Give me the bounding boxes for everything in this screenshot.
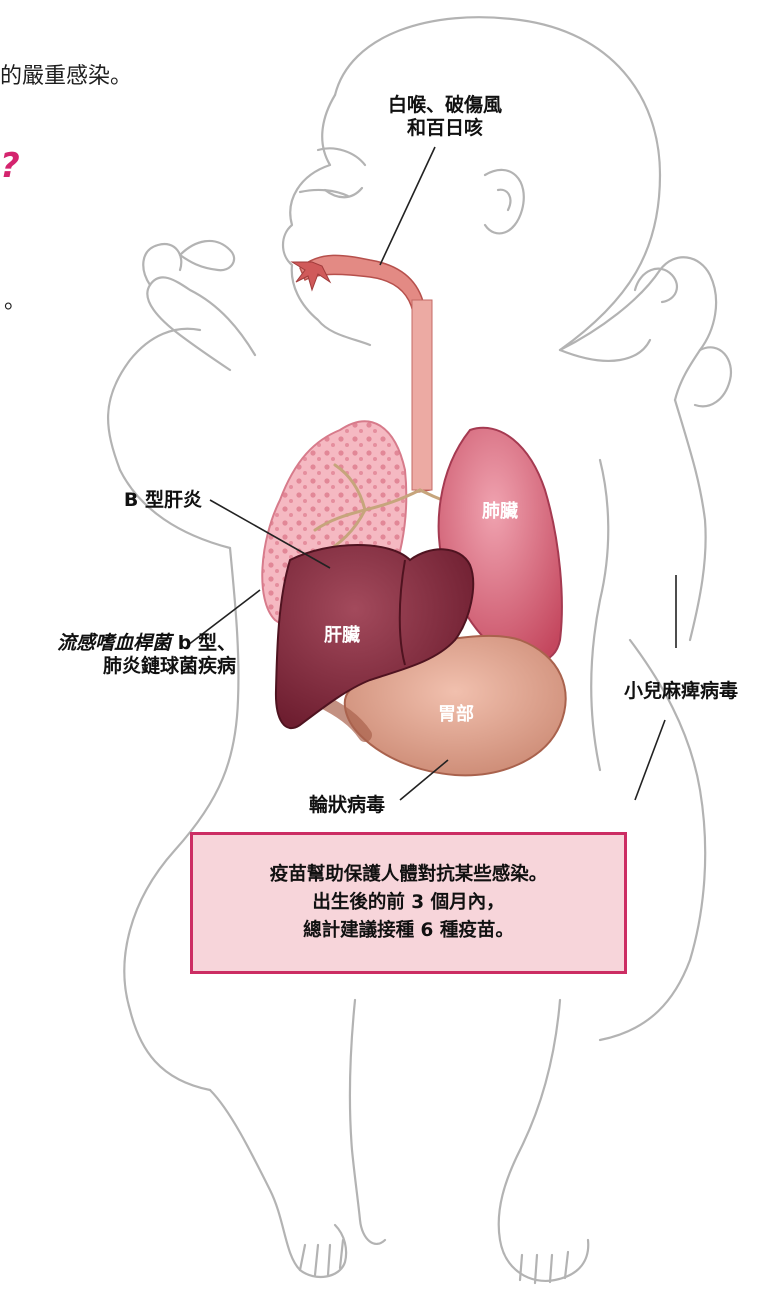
intro-text-line3: 。 [4, 283, 26, 315]
label-diphtheria-tetanus-pertussis: 白喉、破傷風 和百日咳 [365, 94, 525, 140]
organ-label-lung: 肺臟 [472, 497, 528, 523]
intro-text-line1: 的嚴重感染。 [0, 58, 132, 90]
label-polio: 小兒麻痺病毒 [606, 680, 756, 703]
label-hib-pneumococcal: 流感嗜血桿菌 b 型、 肺炎鏈球菌疾病 [0, 632, 236, 678]
label-rotavirus: 輪狀病毒 [292, 794, 402, 817]
organ-label-liver: 肝臟 [312, 621, 372, 647]
intro-question-mark: ? [0, 146, 20, 186]
note-line-1: 疫苗幫助保護人體對抗某些感染。 [270, 861, 548, 889]
label-hepatitis-b: B 型肝炎 [100, 489, 202, 512]
note-line-2: 出生後的前 3 個月內， [312, 889, 504, 917]
organ-label-stomach: 胃部 [426, 700, 486, 726]
vaccine-note-box: 疫苗幫助保護人體對抗某些感染。 出生後的前 3 個月內， 總計建議接種 6 種疫… [190, 832, 627, 974]
note-line-3: 總計建議接種 6 種疫苗。 [303, 917, 514, 945]
